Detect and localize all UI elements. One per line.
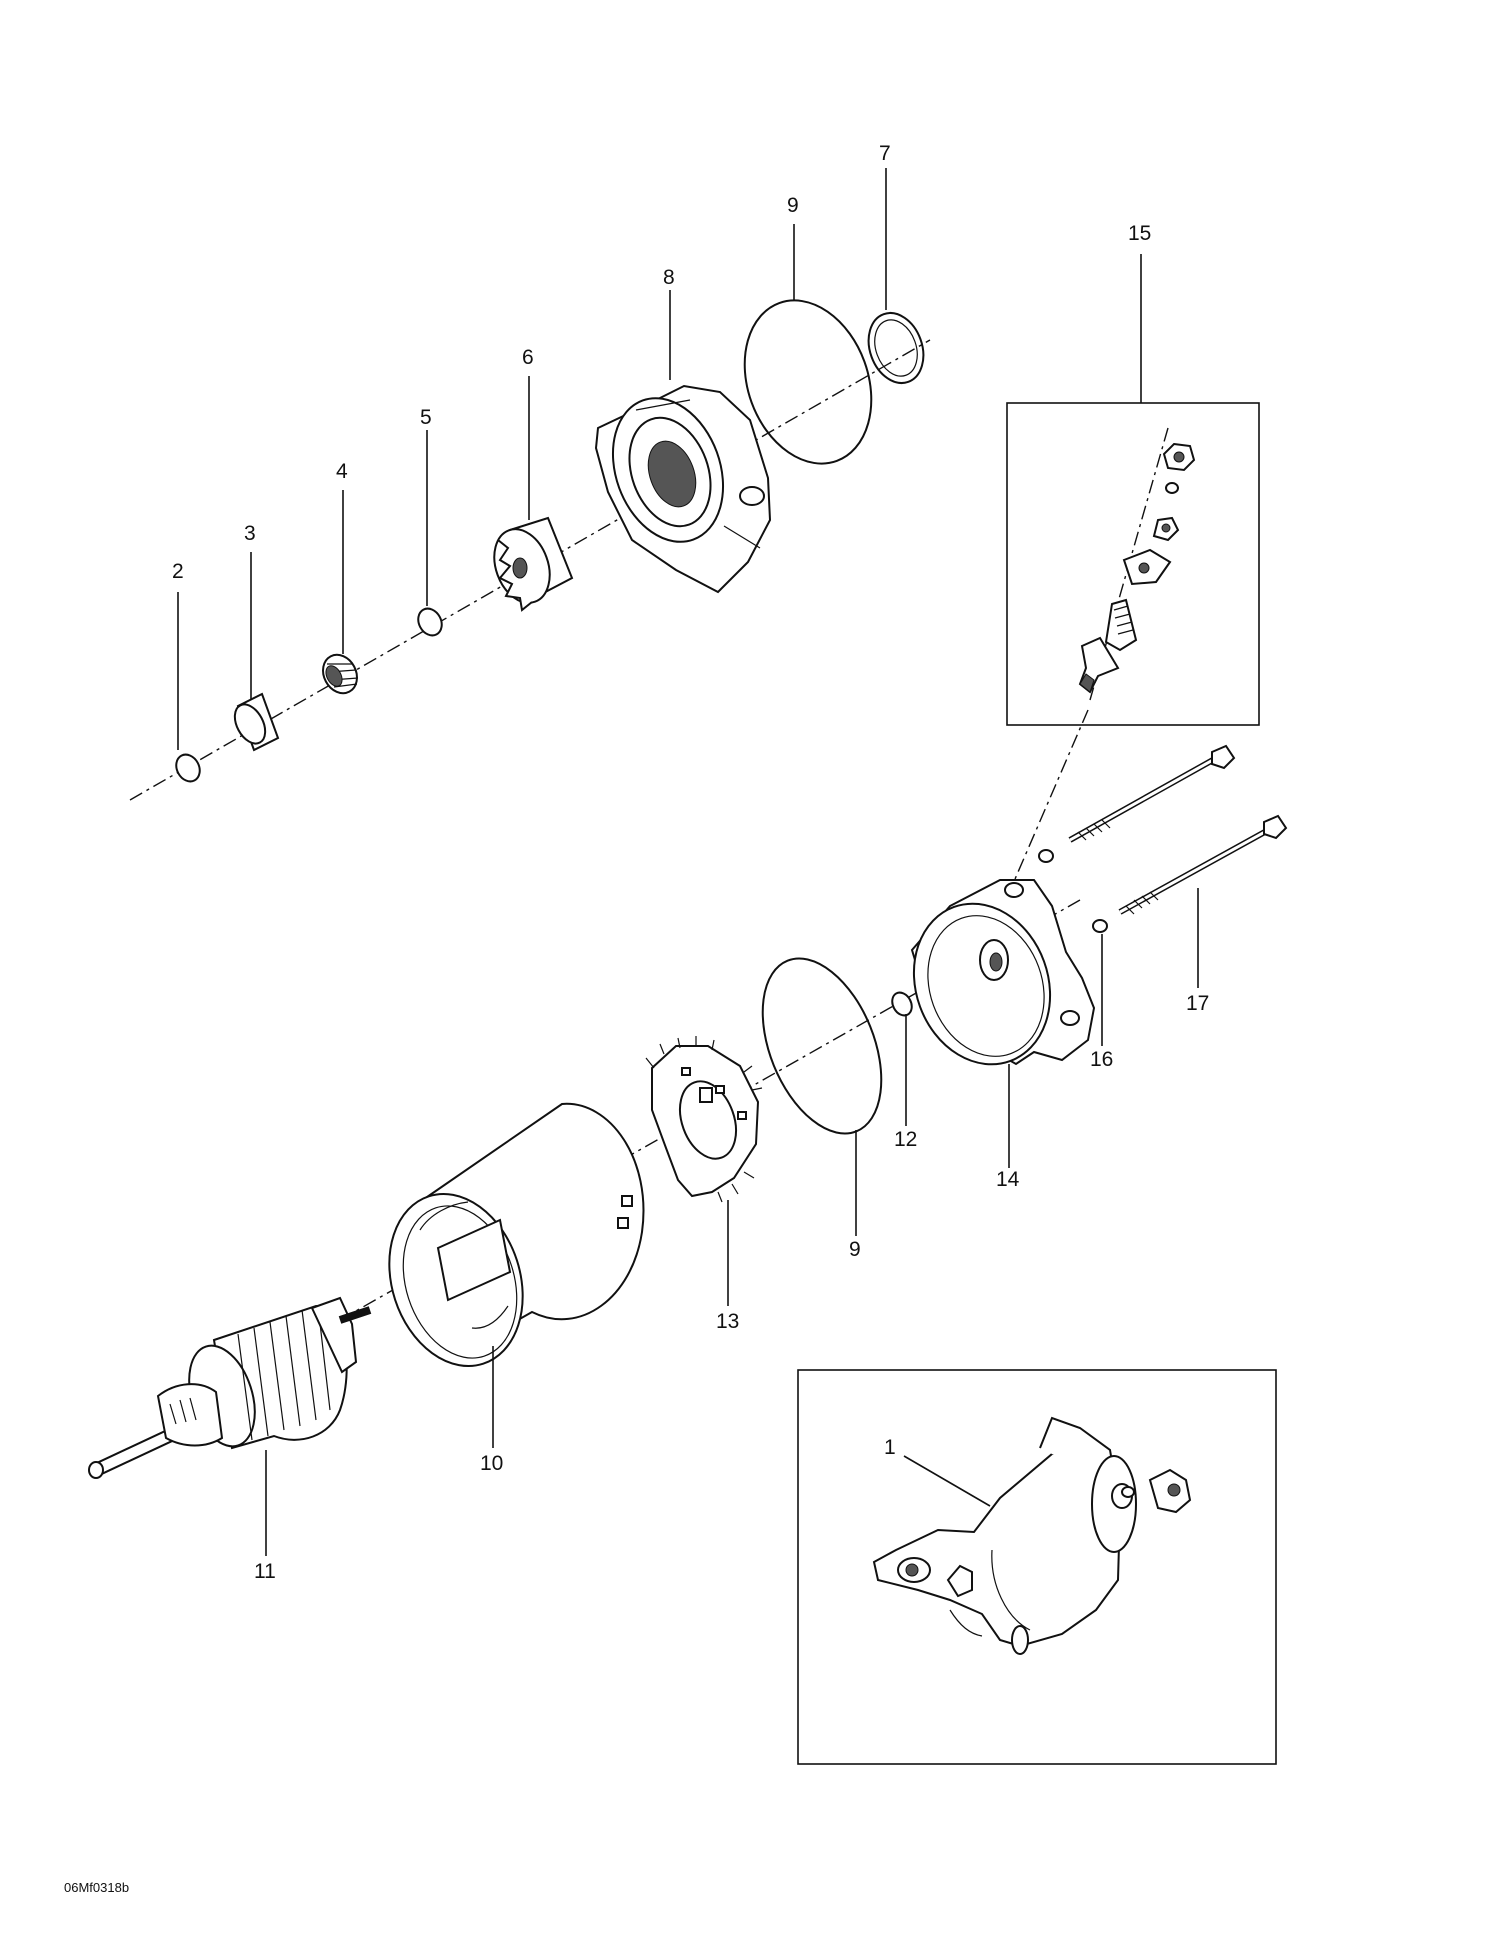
callout-3: 3: [244, 522, 256, 545]
part-15-inset-box: [1006, 402, 1260, 726]
part-11-armature: [88, 1296, 372, 1479]
part-17-through-bolt-lower: [1118, 814, 1288, 915]
assembled-starter-box: [797, 1369, 1277, 1765]
part-15-terminal-kit: [1078, 427, 1196, 701]
part-17-through-bolt-upper: [1068, 744, 1236, 843]
callout-14: 14: [996, 1168, 1020, 1191]
part-6-pinion-gear: [493, 516, 574, 612]
leader-1: [903, 1455, 991, 1507]
callout-15: 15: [1128, 222, 1151, 245]
part-14-end-housing: [910, 879, 1096, 1066]
callout-11: 11: [254, 1560, 276, 1583]
callout-13: 13: [716, 1310, 739, 1333]
part-7-ring: [867, 312, 925, 384]
callout-6: 6: [522, 346, 534, 369]
part-3-bushing: [233, 692, 280, 752]
callout-4: 4: [336, 460, 348, 483]
part-1-starter-assembly: [872, 1416, 1192, 1655]
callout-12: 12: [894, 1128, 917, 1151]
callout-1: 1: [884, 1436, 896, 1459]
part-9-o-ring-upper: [743, 299, 873, 465]
callout-9-lower: 9: [849, 1238, 861, 1261]
callout-5: 5: [420, 406, 432, 429]
callout-7: 7: [879, 142, 891, 165]
part-2-circlip: [175, 753, 201, 783]
part-9-o-ring-lower: [761, 957, 883, 1135]
part-5-circlip: [417, 607, 443, 637]
callout-8: 8: [663, 266, 675, 289]
part-8-drive-housing: [594, 384, 772, 594]
callout-2: 2: [172, 560, 184, 583]
part-13-brush-plate: [645, 1036, 763, 1203]
callout-9-upper: 9: [787, 194, 799, 217]
callout-16: 16: [1090, 1048, 1113, 1071]
drawing-code: 06Mf0318b: [64, 1880, 129, 1895]
part-16-lockwasher-lower: [1092, 919, 1108, 933]
callout-17: 17: [1186, 992, 1209, 1015]
part-10-yoke: [388, 1102, 645, 1367]
callout-10: 10: [480, 1452, 503, 1475]
part-4-spring: [322, 653, 359, 695]
part-12-washer: [891, 991, 913, 1017]
terminal-axis-line: [1011, 709, 1089, 887]
part-16-lockwasher-upper: [1038, 849, 1054, 863]
